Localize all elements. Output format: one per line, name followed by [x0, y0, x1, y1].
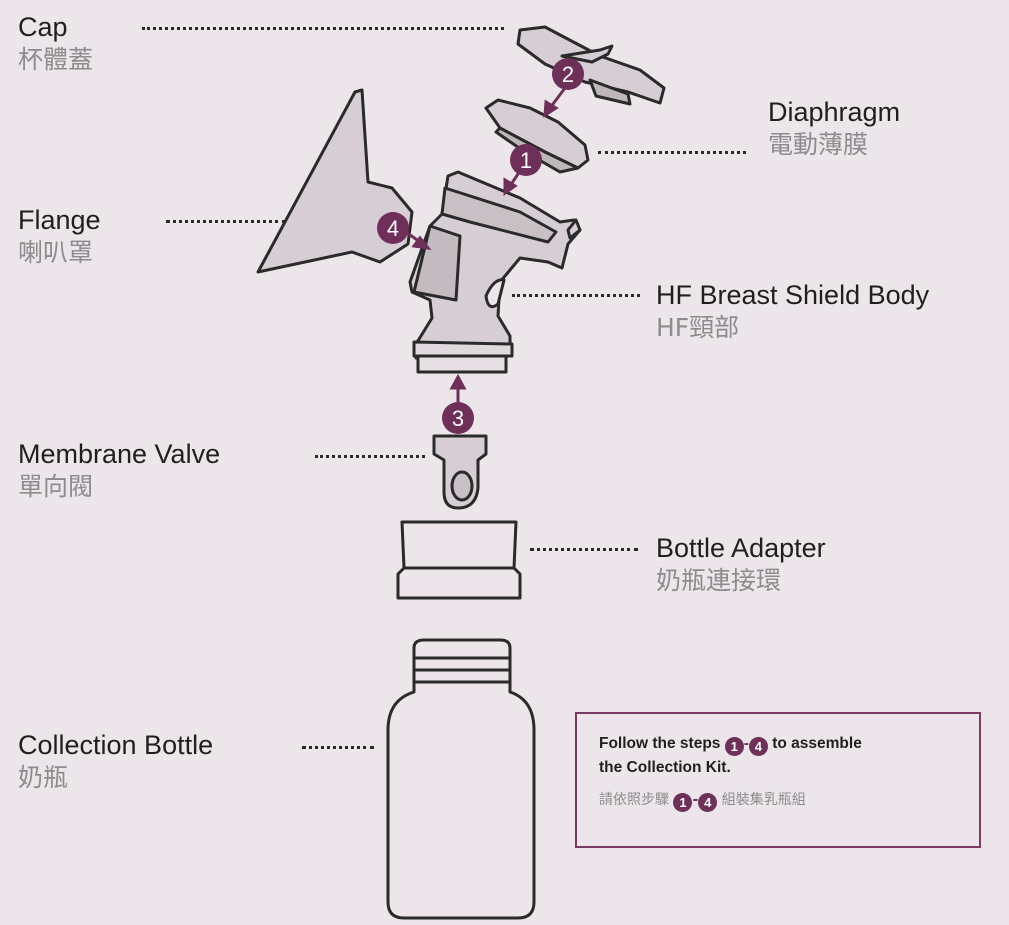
- cap-part: [518, 27, 664, 104]
- flange-name-zh: 喇叭罩: [18, 236, 101, 270]
- instruction-line-2: the Collection Kit.: [599, 756, 979, 779]
- diaphragm-label: Diaphragm 電動薄膜: [768, 97, 900, 162]
- bottle-adapter-part: [398, 522, 520, 598]
- membrane-valve-name-zh: 單向閥: [18, 470, 220, 504]
- bottle-adapter-name: Bottle Adapter: [656, 533, 826, 564]
- cap-name: Cap: [18, 12, 93, 43]
- membrane-valve-leader: [315, 455, 425, 458]
- bottle-adapter-name-zh: 奶瓶連接環: [656, 564, 826, 598]
- bottle-adapter-label: Bottle Adapter 奶瓶連接環: [656, 533, 826, 598]
- instruction-note: Follow the steps 1-4 to assemble the Col…: [575, 712, 981, 848]
- flange-leader: [166, 220, 286, 223]
- flange-label: Flange 喇叭罩: [18, 205, 101, 270]
- step-badge-1-label: 1: [520, 148, 532, 173]
- membrane-valve-label: Membrane Valve 單向閥: [18, 439, 220, 504]
- membrane-valve-name: Membrane Valve: [18, 439, 220, 470]
- zh-step-from-badge: 1: [673, 793, 692, 812]
- collection-bottle-leader: [302, 746, 374, 749]
- instruction-zh-a: 請依照步驟: [599, 792, 669, 808]
- flange-name: Flange: [18, 205, 101, 236]
- step-from-badge: 1: [725, 737, 744, 756]
- collection-bottle-name-zh: 奶瓶: [18, 761, 213, 795]
- collection-bottle-part: [388, 640, 534, 918]
- membrane-valve-part: [434, 436, 486, 508]
- shield-body-leader: [512, 294, 640, 297]
- step-badge-2: 2: [552, 58, 584, 90]
- cap-label: Cap 杯體蓋: [18, 12, 93, 77]
- diaphragm-name-zh: 電動薄膜: [768, 128, 900, 162]
- instruction-text-b: to assemble: [772, 735, 862, 752]
- bottle-adapter-leader: [530, 548, 638, 551]
- step-badge-1: 1: [510, 144, 542, 176]
- step-badge-4: 4: [377, 212, 409, 244]
- step-badge-4-label: 4: [387, 216, 399, 241]
- step-badge-3: 3: [442, 402, 474, 434]
- instruction-zh-b: 組裝集乳瓶組: [722, 792, 806, 808]
- step-badge-2-label: 2: [562, 62, 574, 87]
- shield-body-name: HF Breast Shield Body: [656, 280, 929, 311]
- zh-step-to-badge: 4: [698, 793, 717, 812]
- diaphragm-name: Diaphragm: [768, 97, 900, 128]
- step-range-dash: -: [744, 735, 749, 752]
- step-to-badge: 4: [749, 737, 768, 756]
- instruction-line-zh: 請依照步驟 1-4 組裝集乳瓶組: [599, 789, 979, 812]
- diaphragm-leader: [598, 151, 746, 154]
- cap-name-zh: 杯體蓋: [18, 43, 93, 77]
- shield-body-label: HF Breast Shield Body HF頸部: [656, 280, 929, 345]
- shield-body-name-zh: HF頸部: [656, 311, 929, 345]
- collection-bottle-name: Collection Bottle: [18, 730, 213, 761]
- flange-part: [258, 90, 412, 272]
- step-badge-3-label: 3: [452, 406, 464, 431]
- shield-body-part: [410, 172, 580, 372]
- instruction-text-a: Follow the steps: [599, 735, 720, 752]
- cap-leader: [142, 27, 504, 30]
- instruction-line-1: Follow the steps 1-4 to assemble: [599, 732, 979, 756]
- collection-bottle-label: Collection Bottle 奶瓶: [18, 730, 213, 795]
